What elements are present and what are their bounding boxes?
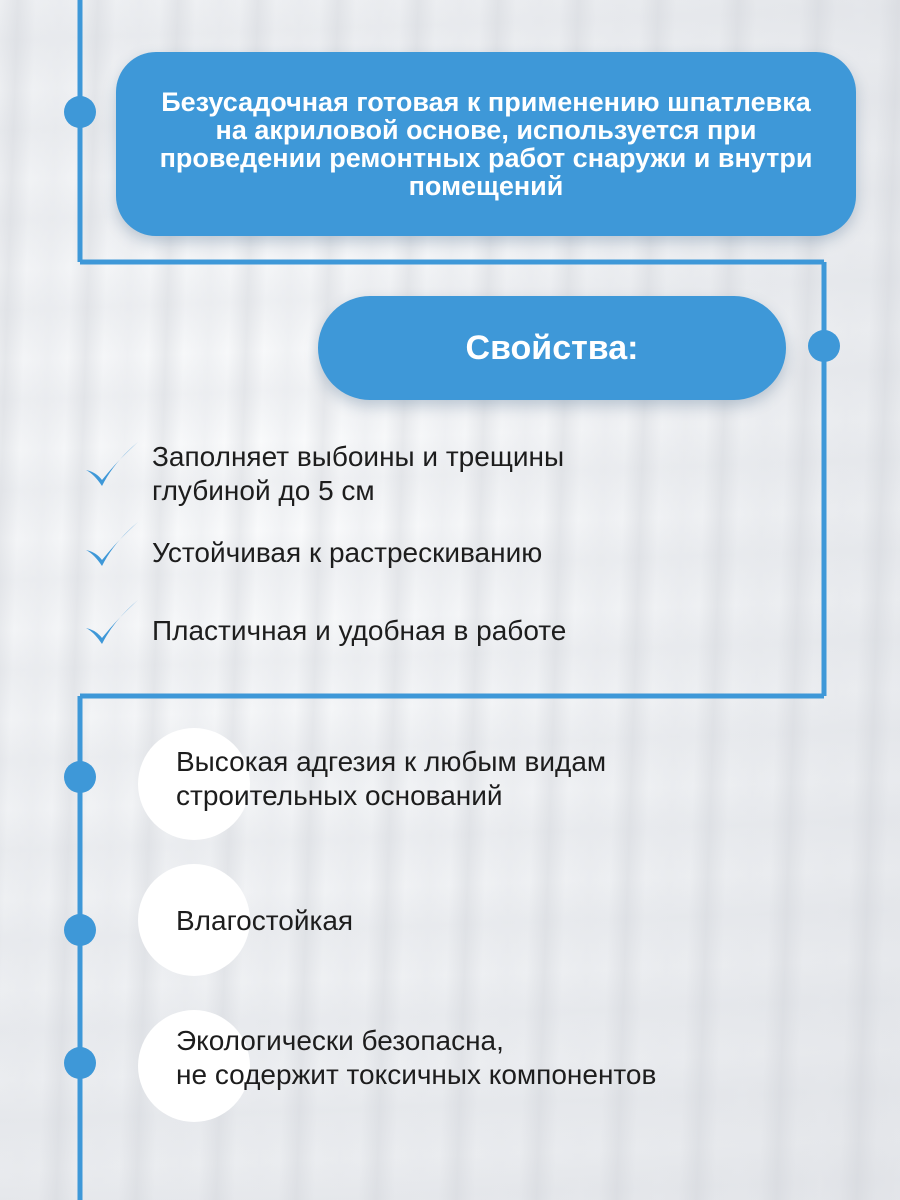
properties-heading: Свойства: (318, 296, 786, 400)
bullet-circle (138, 1010, 250, 1122)
timeline-dot-icon (64, 1047, 96, 1079)
check-list-item: Устойчивая к растрескиванию (84, 520, 542, 576)
checkmark-icon (86, 522, 138, 566)
intro-banner: Безусадочная готовая к применению шпатле… (116, 52, 856, 236)
circle-item-text: Экологически безопасна, не содержит токс… (176, 1025, 657, 1090)
timeline-dot-icon (64, 914, 96, 946)
check-list-item: Заполняет выбоины и трещины глубиной до … (84, 440, 564, 506)
timeline-dot-icon (64, 96, 96, 128)
intro-text: Безусадочная готовая к применению шпатле… (159, 87, 813, 201)
checkmark-icon (86, 442, 138, 486)
check-item-text: Пластичная и удобная в работе (152, 615, 567, 646)
bullet-circle (138, 864, 250, 976)
check-list-item: Пластичная и удобная в работе (84, 598, 566, 654)
check-item-text: Устойчивая к растрескиванию (152, 537, 543, 568)
checkmark-icon (86, 600, 138, 644)
bullet-circle (138, 728, 250, 840)
timeline-dot-icon (808, 330, 840, 362)
timeline-dot-icon (64, 761, 96, 793)
circle-item-text: Влагостойкая (176, 905, 354, 936)
properties-heading-text: Свойства: (465, 328, 639, 367)
check-item-text: Заполняет выбоины и трещины глубиной до … (152, 441, 565, 506)
circle-item-text: Высокая адгезия к любым видам строительн… (176, 746, 607, 811)
